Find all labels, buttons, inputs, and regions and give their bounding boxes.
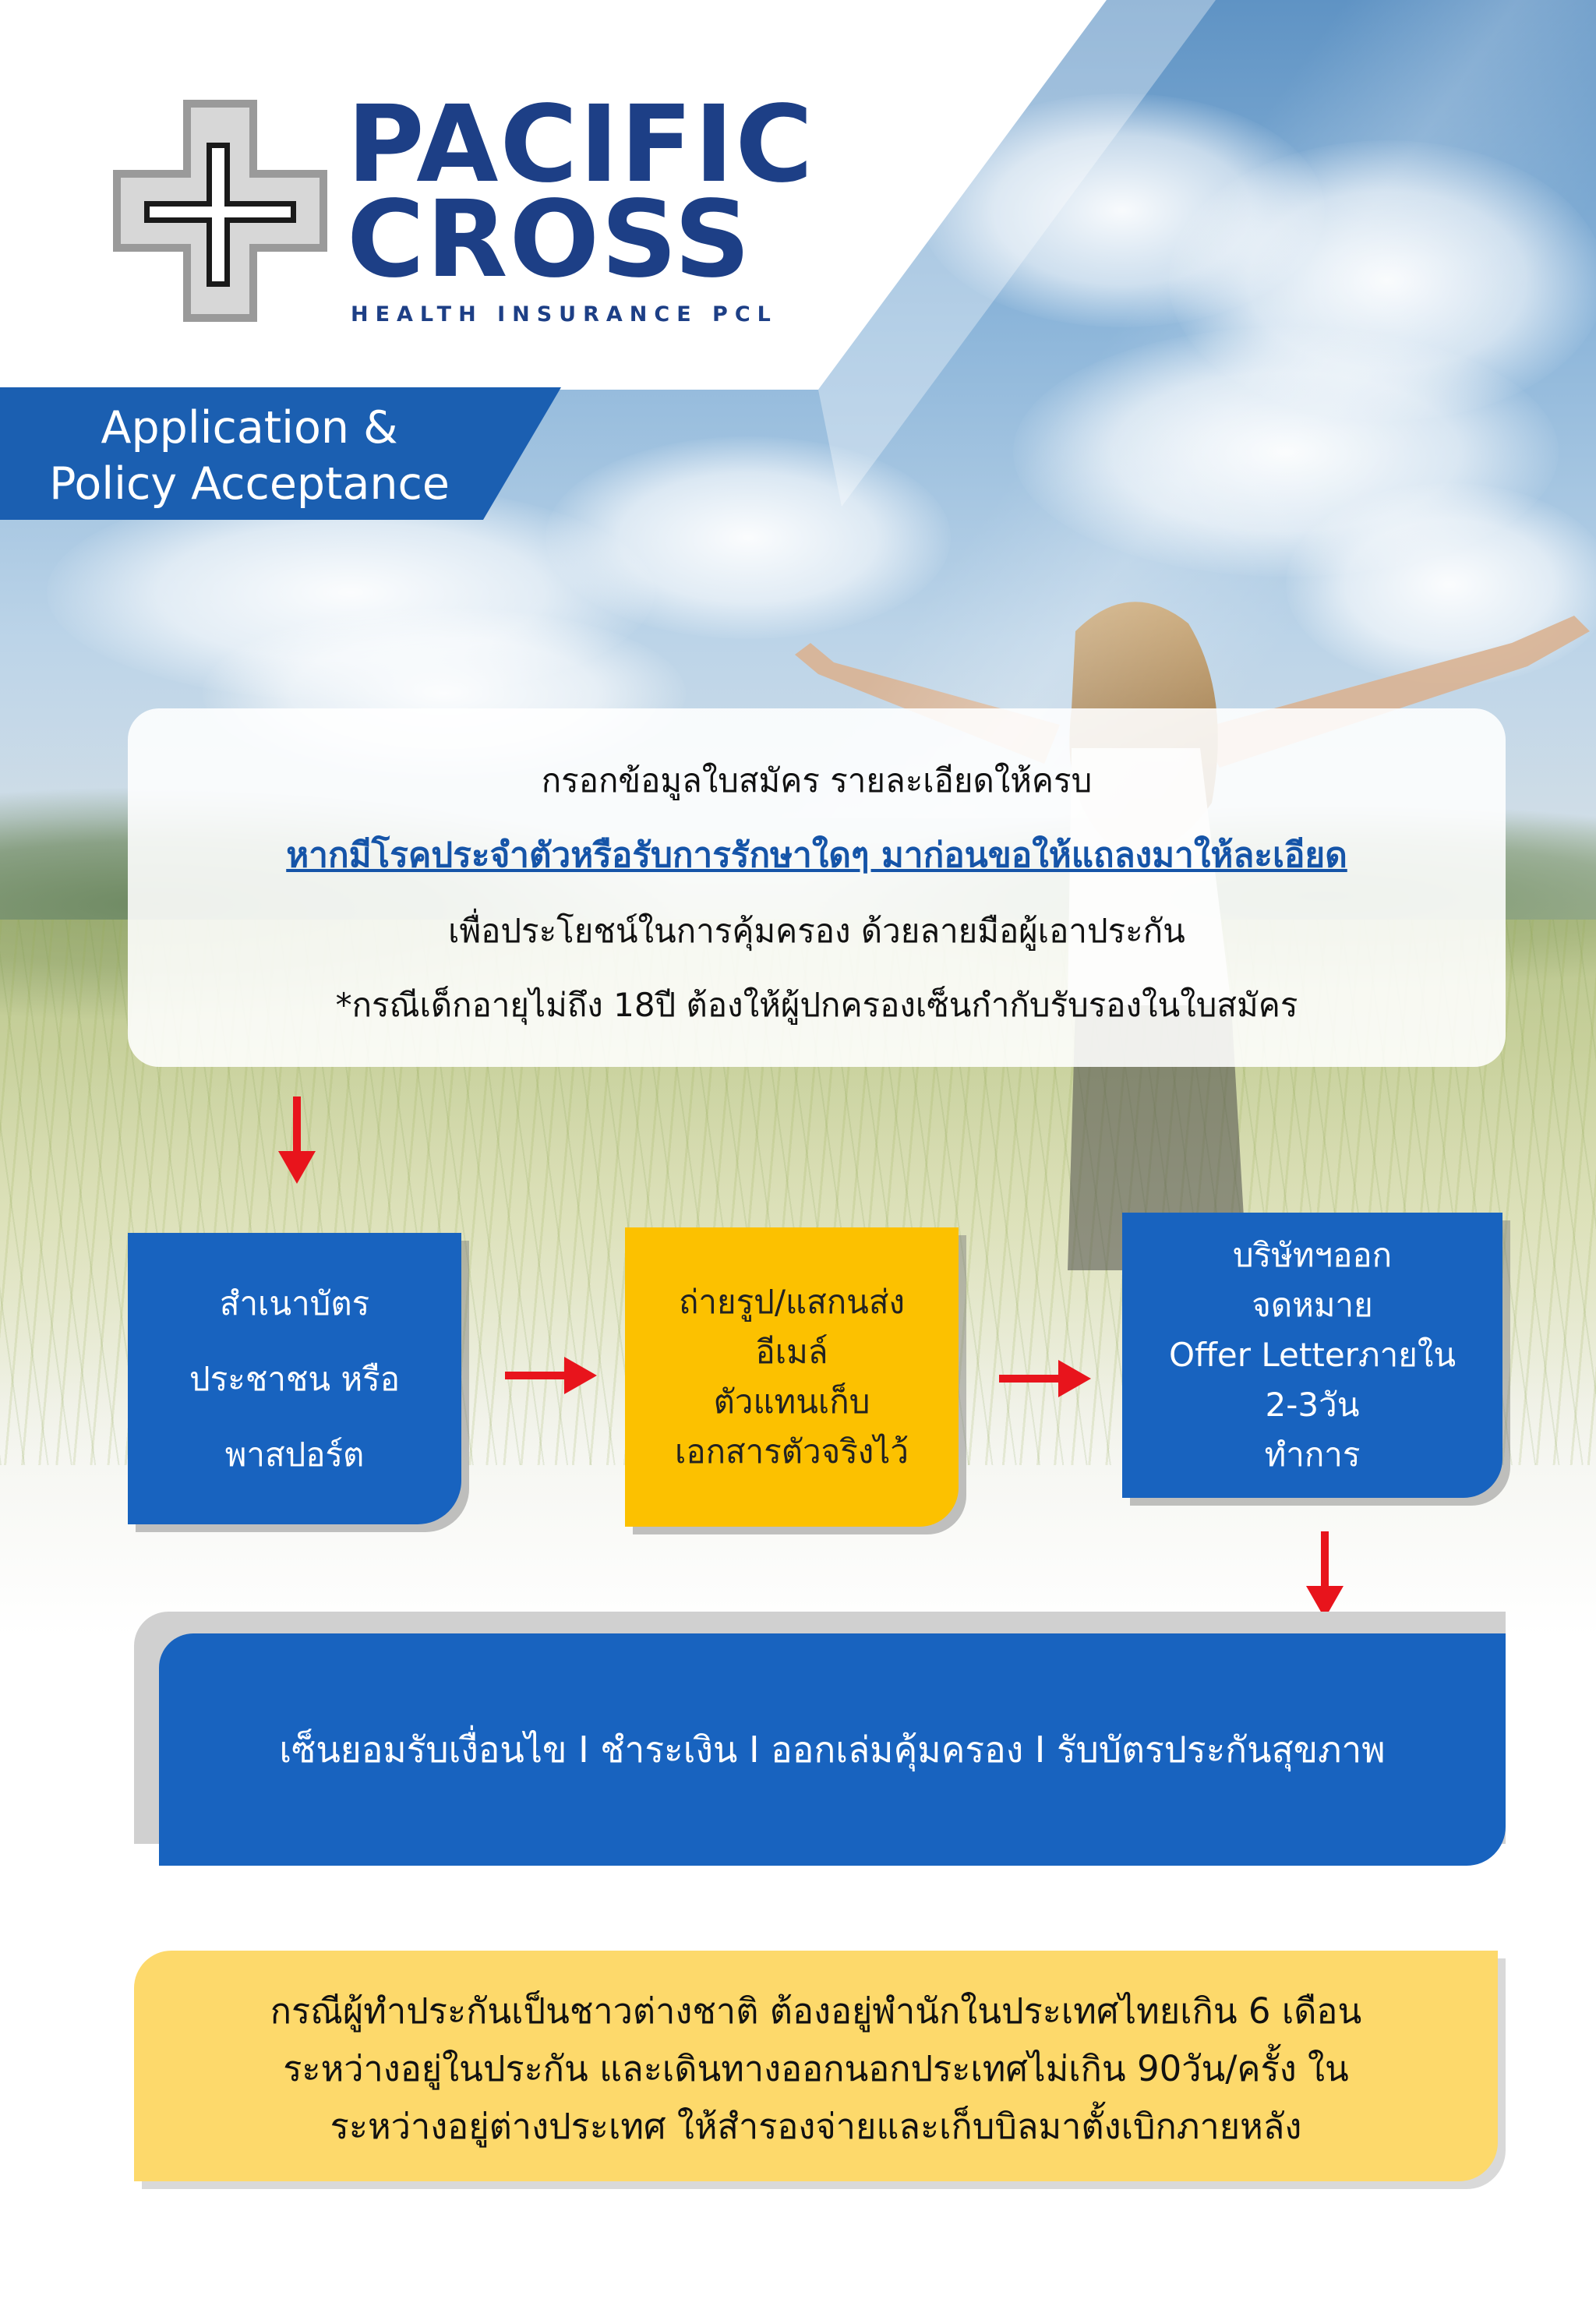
step3-line4: 2-3วัน (1265, 1386, 1360, 1424)
title-ribbon (0, 387, 561, 520)
final-step-text: เซ็นยอมรับเงื่อนไข I ชำระเงิน I ออกเล่มค… (279, 1728, 1386, 1771)
step1-line1: สำเนาบัตร (219, 1284, 370, 1323)
intro-line3: เพื่อประโยชน์ในการคุ้มครอง ด้วยลายมือผู้… (448, 912, 1185, 950)
brand-subtitle: HEALTH INSURANCE PCL (351, 302, 778, 327)
intro-line2-emphasis: หากมีโรคประจำตัวหรือรับการรักษาใดๆ มาก่อ… (286, 835, 1347, 875)
page-title: Application & Policy Acceptance (0, 400, 499, 512)
arrow-right-icon (999, 1360, 1091, 1397)
step2-line2: อีเมล์ (755, 1333, 828, 1371)
arrow-right-icon (505, 1357, 597, 1394)
step1-line3: พาสปอร์ต (224, 1435, 365, 1474)
note-line2: ระหว่างอยู่ในประกัน และเดินทางออกนอกประเ… (283, 2048, 1349, 2089)
step3-line2: จดหมาย (1252, 1286, 1373, 1324)
step-offer-letter: บริษัทฯออก จดหมาย Offer Letterภายใน 2-3ว… (1122, 1213, 1502, 1498)
cross-logo-icon (113, 100, 327, 322)
arrow-down-icon (1306, 1531, 1344, 1619)
step3-line5: ทำการ (1264, 1436, 1361, 1474)
intro-box (128, 708, 1506, 1067)
step3-line3: Offer Letterภายใน (1168, 1336, 1457, 1374)
step2-line1: ถ่ายรูป/แสกนส่ง (679, 1283, 905, 1321)
step1-line2: ประชาชน หรือ (189, 1359, 400, 1398)
note-line3: ระหว่างอยู่ต่างประเทศ ให้สำรองจ่ายและเก็… (330, 2106, 1302, 2147)
step2-line4: เอกสารตัวจริงไว้ (674, 1432, 909, 1471)
step-id-copy: สำเนาบัตร ประชาชน หรือ พาสปอร์ต (128, 1233, 461, 1524)
title-line2: Policy Acceptance (49, 458, 450, 510)
intro-line4: *กรณีเด็กอายุไม่ถึง 18ปี ต้องให้ผู้ปกครอ… (335, 986, 1298, 1024)
final-step-bar: เซ็นยอมรับเงื่อนไข I ชำระเงิน I ออกเล่มค… (159, 1633, 1506, 1866)
step3-line1: บริษัทฯออก (1232, 1236, 1393, 1274)
step-scan-email: ถ่ายรูป/แสกนส่ง อีเมล์ ตัวแทนเก็บ เอกสาร… (625, 1227, 959, 1527)
brand-name-line2: CROSS (347, 178, 752, 302)
note-line1: กรณีผู้ทำประกันเป็นชาวต่างชาติ ต้องอยู่พ… (270, 1990, 1362, 2032)
intro-line1: กรอกข้อมูลใบสมัคร รายละเอียดให้ครบ (541, 761, 1093, 800)
brand-name-line1: PACIFIC (347, 83, 815, 207)
foreigner-note-box (134, 1951, 1498, 2181)
step2-line3: ตัวแทนเก็บ (713, 1383, 870, 1421)
arrow-down-icon (278, 1096, 316, 1184)
title-line1: Application & (101, 402, 398, 454)
